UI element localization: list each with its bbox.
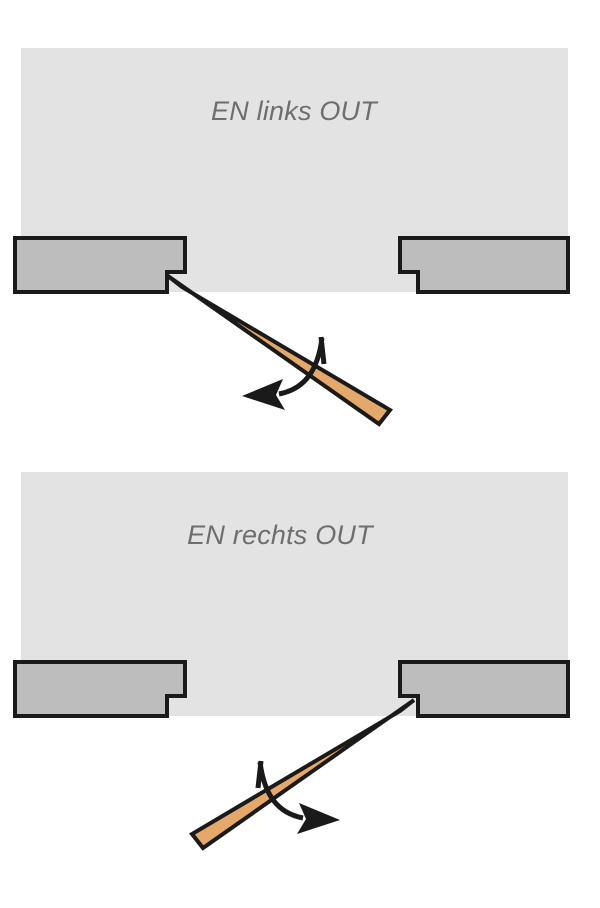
panel-en-links-out-drawing: EN links OUT <box>13 48 570 427</box>
panel-label: EN links OUT <box>211 96 379 126</box>
frame-jamb-right <box>398 660 570 718</box>
swing-arrow-arc-icon <box>257 761 304 821</box>
panel-label: EN rechts OUT <box>187 520 375 550</box>
swing-arrow-head-icon <box>242 379 285 410</box>
frame-jamb-left <box>13 236 187 294</box>
swing-arrow-head-icon <box>297 803 340 834</box>
frame-jamb-right <box>398 236 570 294</box>
panel-en-rechts-out-drawing: EN rechts OUT <box>13 472 570 851</box>
swing-arrow-arc-icon <box>278 337 325 397</box>
frame-jamb-left <box>13 660 187 718</box>
panel-en-rechts-out: EN rechts OUT <box>0 454 600 908</box>
panel-en-links-out: EN links OUT <box>13 48 570 427</box>
